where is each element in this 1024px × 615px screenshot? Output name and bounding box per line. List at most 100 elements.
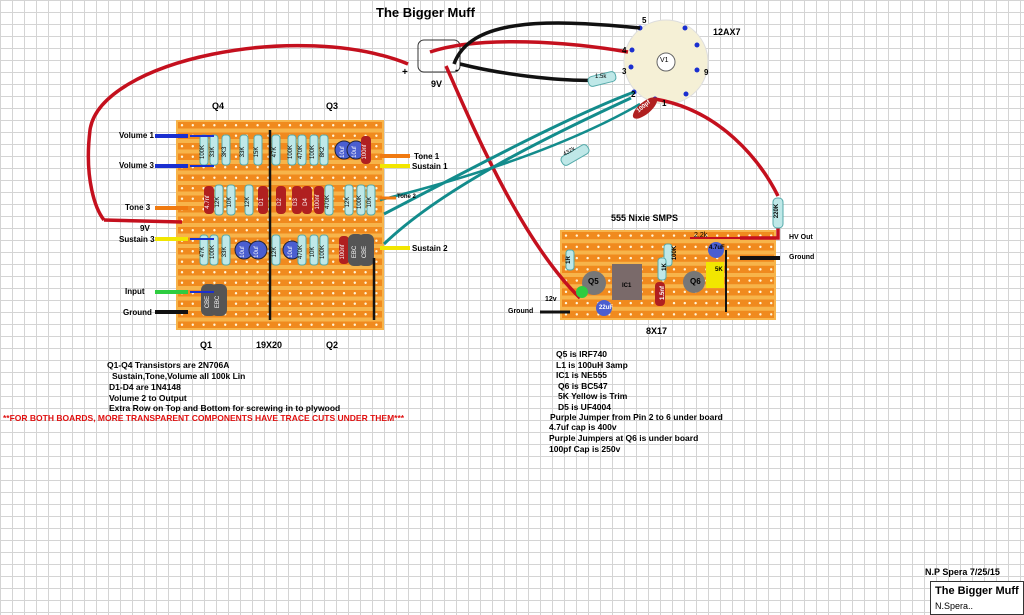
hole xyxy=(375,124,378,127)
hole xyxy=(224,281,227,284)
component-label: 10uf xyxy=(340,146,346,158)
hole xyxy=(310,313,313,316)
hole xyxy=(629,301,632,305)
hole xyxy=(651,268,654,271)
hole xyxy=(375,166,378,169)
component-470K: 470K xyxy=(324,184,334,216)
component-label: CBE xyxy=(205,296,211,308)
hole xyxy=(234,239,238,242)
hole xyxy=(234,260,238,263)
component-label: 47K xyxy=(200,247,206,258)
hole xyxy=(299,292,302,295)
hole xyxy=(375,134,378,137)
hole xyxy=(234,292,238,295)
hole xyxy=(575,256,578,260)
note-ic1: IC1 is NE555 xyxy=(556,370,608,380)
hole xyxy=(575,245,578,249)
hole xyxy=(332,260,335,263)
hole xyxy=(321,218,324,221)
hole xyxy=(716,313,719,316)
hole xyxy=(342,313,346,316)
component-label: 100K xyxy=(310,145,316,159)
res-1r xyxy=(565,249,575,271)
note-extra-row: Extra Row on Top and Bottom for screwing… xyxy=(109,403,341,413)
hv-cap xyxy=(632,97,658,119)
strip xyxy=(562,277,774,285)
hole xyxy=(256,281,259,284)
hole xyxy=(375,281,378,284)
hole xyxy=(342,271,346,274)
hole xyxy=(716,301,719,305)
q6-bc547 xyxy=(683,271,705,293)
hole xyxy=(191,302,194,305)
hole xyxy=(759,245,762,249)
tube-pin-5: 5 xyxy=(642,16,647,25)
hole xyxy=(608,268,611,271)
hole xyxy=(364,166,367,169)
main-board-size: 19X20 xyxy=(256,340,283,350)
component-label: 100K xyxy=(320,245,326,259)
hole xyxy=(234,271,238,274)
hole xyxy=(748,290,751,294)
battery-clip xyxy=(417,39,461,73)
hole xyxy=(310,292,313,295)
note-transistors: Q1-Q4 Transistors are 2N706A xyxy=(107,360,230,370)
hole xyxy=(375,250,378,253)
hole xyxy=(332,292,335,295)
q2-label: Q2 xyxy=(326,340,339,350)
hole xyxy=(726,256,730,260)
component-47K: 47K xyxy=(199,234,209,266)
hole xyxy=(705,234,708,237)
hole xyxy=(364,302,367,305)
hole xyxy=(288,281,292,284)
hole xyxy=(662,234,665,237)
hv-vertical-resistor xyxy=(772,197,784,229)
smps-100k: 100K xyxy=(672,245,679,261)
hole xyxy=(332,302,335,305)
diagram-title: The Bigger Muff xyxy=(376,5,475,20)
teal-wire-2 xyxy=(382,96,632,246)
hole xyxy=(353,271,356,274)
hole xyxy=(245,292,248,295)
hole xyxy=(737,313,740,316)
hole xyxy=(770,279,773,282)
hole xyxy=(705,290,708,294)
hole xyxy=(694,313,697,316)
hole xyxy=(299,302,302,305)
hole xyxy=(256,229,259,232)
hole xyxy=(288,187,292,190)
smps-ground-right: Ground xyxy=(789,254,815,261)
hole xyxy=(288,313,292,316)
hole xyxy=(683,245,686,249)
hole xyxy=(191,281,194,284)
res-1k xyxy=(657,257,667,281)
hole xyxy=(321,302,324,305)
note-purple-jumper: Purple Jumper from Pin 2 to 6 under boar… xyxy=(550,412,723,422)
hole xyxy=(353,176,356,179)
hole xyxy=(716,234,719,237)
component-label: 10uf xyxy=(240,246,246,258)
component-CBE: CBE xyxy=(358,234,374,266)
hole xyxy=(310,176,313,179)
hole xyxy=(245,281,248,284)
hole xyxy=(364,124,367,127)
hole xyxy=(288,271,292,274)
hole xyxy=(342,166,346,169)
wire-tone-1: Tone 1 xyxy=(414,152,440,161)
component-label: 12K xyxy=(215,197,221,208)
hole xyxy=(353,124,356,127)
hole xyxy=(202,176,205,179)
hole xyxy=(364,176,367,179)
hole xyxy=(375,313,378,316)
hole xyxy=(770,245,773,249)
q5-mosfet xyxy=(582,271,606,295)
component-10uf: 10uf xyxy=(248,240,268,260)
smps-q5: Q5 xyxy=(588,277,599,286)
hole xyxy=(224,197,227,200)
component-label: D2 xyxy=(277,198,283,206)
hole xyxy=(180,229,184,232)
hole xyxy=(694,234,697,237)
credit-line: N.P Spera 7/25/15 xyxy=(925,567,1000,577)
hole xyxy=(618,256,622,260)
